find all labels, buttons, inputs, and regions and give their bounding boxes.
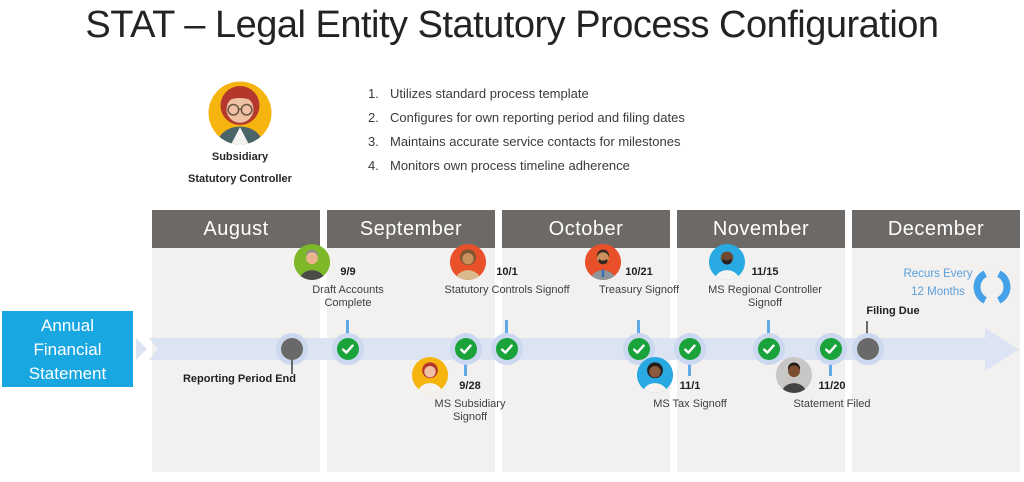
month-header-october: October xyxy=(502,210,670,248)
avatar-bald-bearded-man-blue-icon xyxy=(708,243,746,281)
annual-financial-statement-box: Annual Financial Statement xyxy=(2,311,133,387)
month-header-december: December xyxy=(852,210,1020,248)
month-header-november: November xyxy=(677,210,845,248)
subsidiary-statutory-controller-avatar-icon xyxy=(208,81,272,145)
month-header-september: September xyxy=(327,210,495,248)
avatar-gray-haired-man-green-icon xyxy=(293,243,331,281)
persona-role-line1: Subsidiary xyxy=(211,151,269,163)
avatar-dark-haired-woman-blue-icon xyxy=(636,356,674,394)
recurrence-label: Recurs Every 12 Months xyxy=(903,268,973,298)
sync-refresh-icon xyxy=(973,268,1011,306)
responsibility-item: 2.Configures for own reporting period an… xyxy=(368,110,685,125)
check-complete-icon xyxy=(758,338,780,360)
responsibility-item: 4.Monitors own process timeline adherenc… xyxy=(368,158,630,173)
check-complete-icon xyxy=(628,338,650,360)
avatar-short-haired-man-gray-icon xyxy=(775,356,813,394)
page-title: STAT – Legal Entity Statutory Process Co… xyxy=(85,4,939,46)
check-complete-icon xyxy=(496,338,518,360)
month-header-august: August xyxy=(152,210,320,248)
timeline-band-tail xyxy=(136,338,147,360)
check-complete-icon xyxy=(679,338,701,360)
check-complete-icon xyxy=(455,338,477,360)
responsibilities-list: 1.Utilizes standard process template 2.C… xyxy=(368,86,685,182)
responsibility-item: 1.Utilizes standard process template xyxy=(368,86,589,101)
check-complete-icon xyxy=(820,338,842,360)
avatar-brown-haired-woman-orange-icon xyxy=(449,243,487,281)
timeline-marker-dot xyxy=(281,338,303,360)
check-complete-icon xyxy=(337,338,359,360)
avatar-bearded-man-orange-icon xyxy=(584,243,622,281)
persona-role-line2: Statutory Controller xyxy=(188,173,292,185)
avatar-red-haired-woman-yellow-icon xyxy=(411,356,449,394)
responsibility-item: 3.Maintains accurate service contacts fo… xyxy=(368,134,681,149)
timeline-marker-dot xyxy=(857,338,879,360)
